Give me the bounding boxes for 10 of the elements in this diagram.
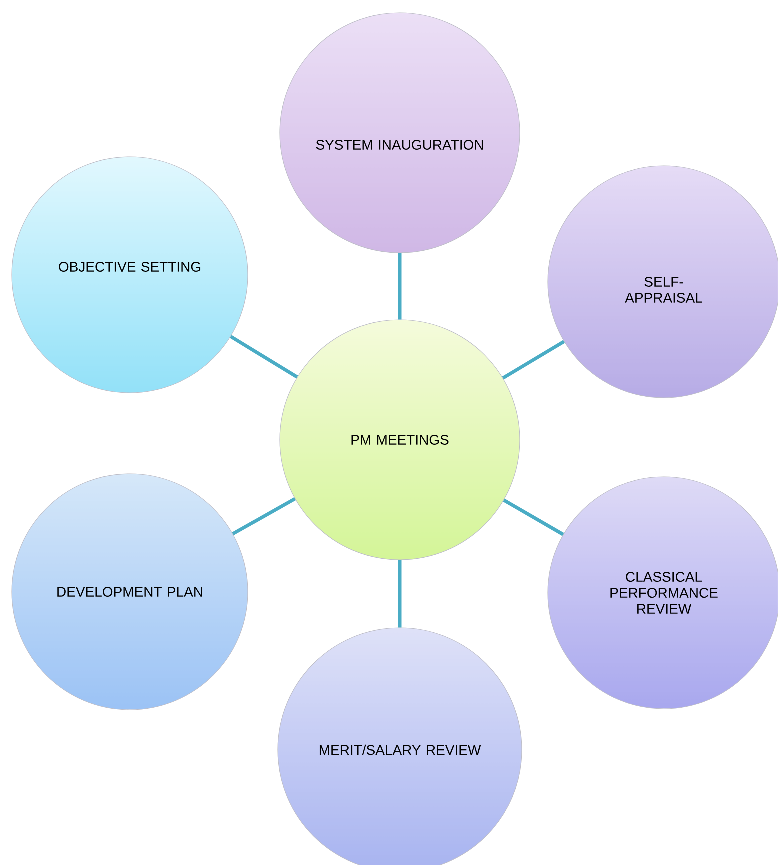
connector-line (502, 340, 566, 380)
connector-line (398, 253, 402, 320)
connector-line (232, 498, 296, 536)
connector-line (503, 498, 564, 536)
circle-node: DEVELOPMENT PLAN (12, 474, 248, 710)
connector-line (230, 335, 298, 379)
connector-line (398, 560, 402, 628)
circle-node: SYSTEM INAUGURATION (280, 12, 520, 254)
circle-node: PM MEETINGS (280, 320, 520, 560)
circle-node: OBJECTIVE SETTING (12, 156, 248, 394)
